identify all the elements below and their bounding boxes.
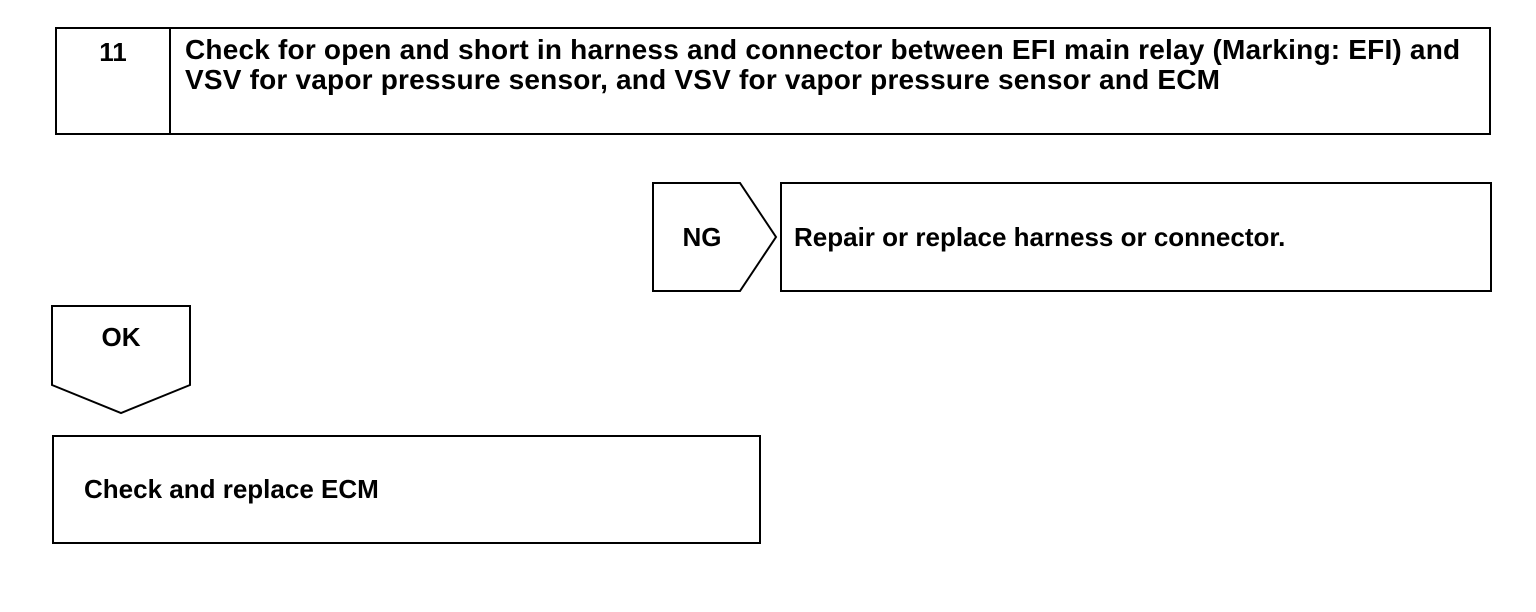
- ok-action-text: Check and replace ECM: [84, 474, 379, 504]
- ok-arrow-tag: [51, 305, 191, 415]
- ng-arrow-tag: [652, 182, 778, 292]
- ng-action-text: Repair or replace harness or connector.: [794, 221, 1286, 252]
- ok-arrow-shape: [51, 305, 191, 415]
- ng-arrow-shape: [652, 182, 778, 292]
- ng-action-box: Repair or replace harness or connector.: [780, 182, 1492, 292]
- ok-label: OK: [101, 322, 141, 352]
- step-title: Check for open and short in harness and …: [185, 34, 1461, 95]
- ng-label: NG: [682, 221, 722, 252]
- ok-action-box: Check and replace ECM: [52, 435, 761, 544]
- step-box: 11 Check for open and short in harness a…: [55, 27, 1491, 135]
- step-number: 11: [57, 29, 171, 133]
